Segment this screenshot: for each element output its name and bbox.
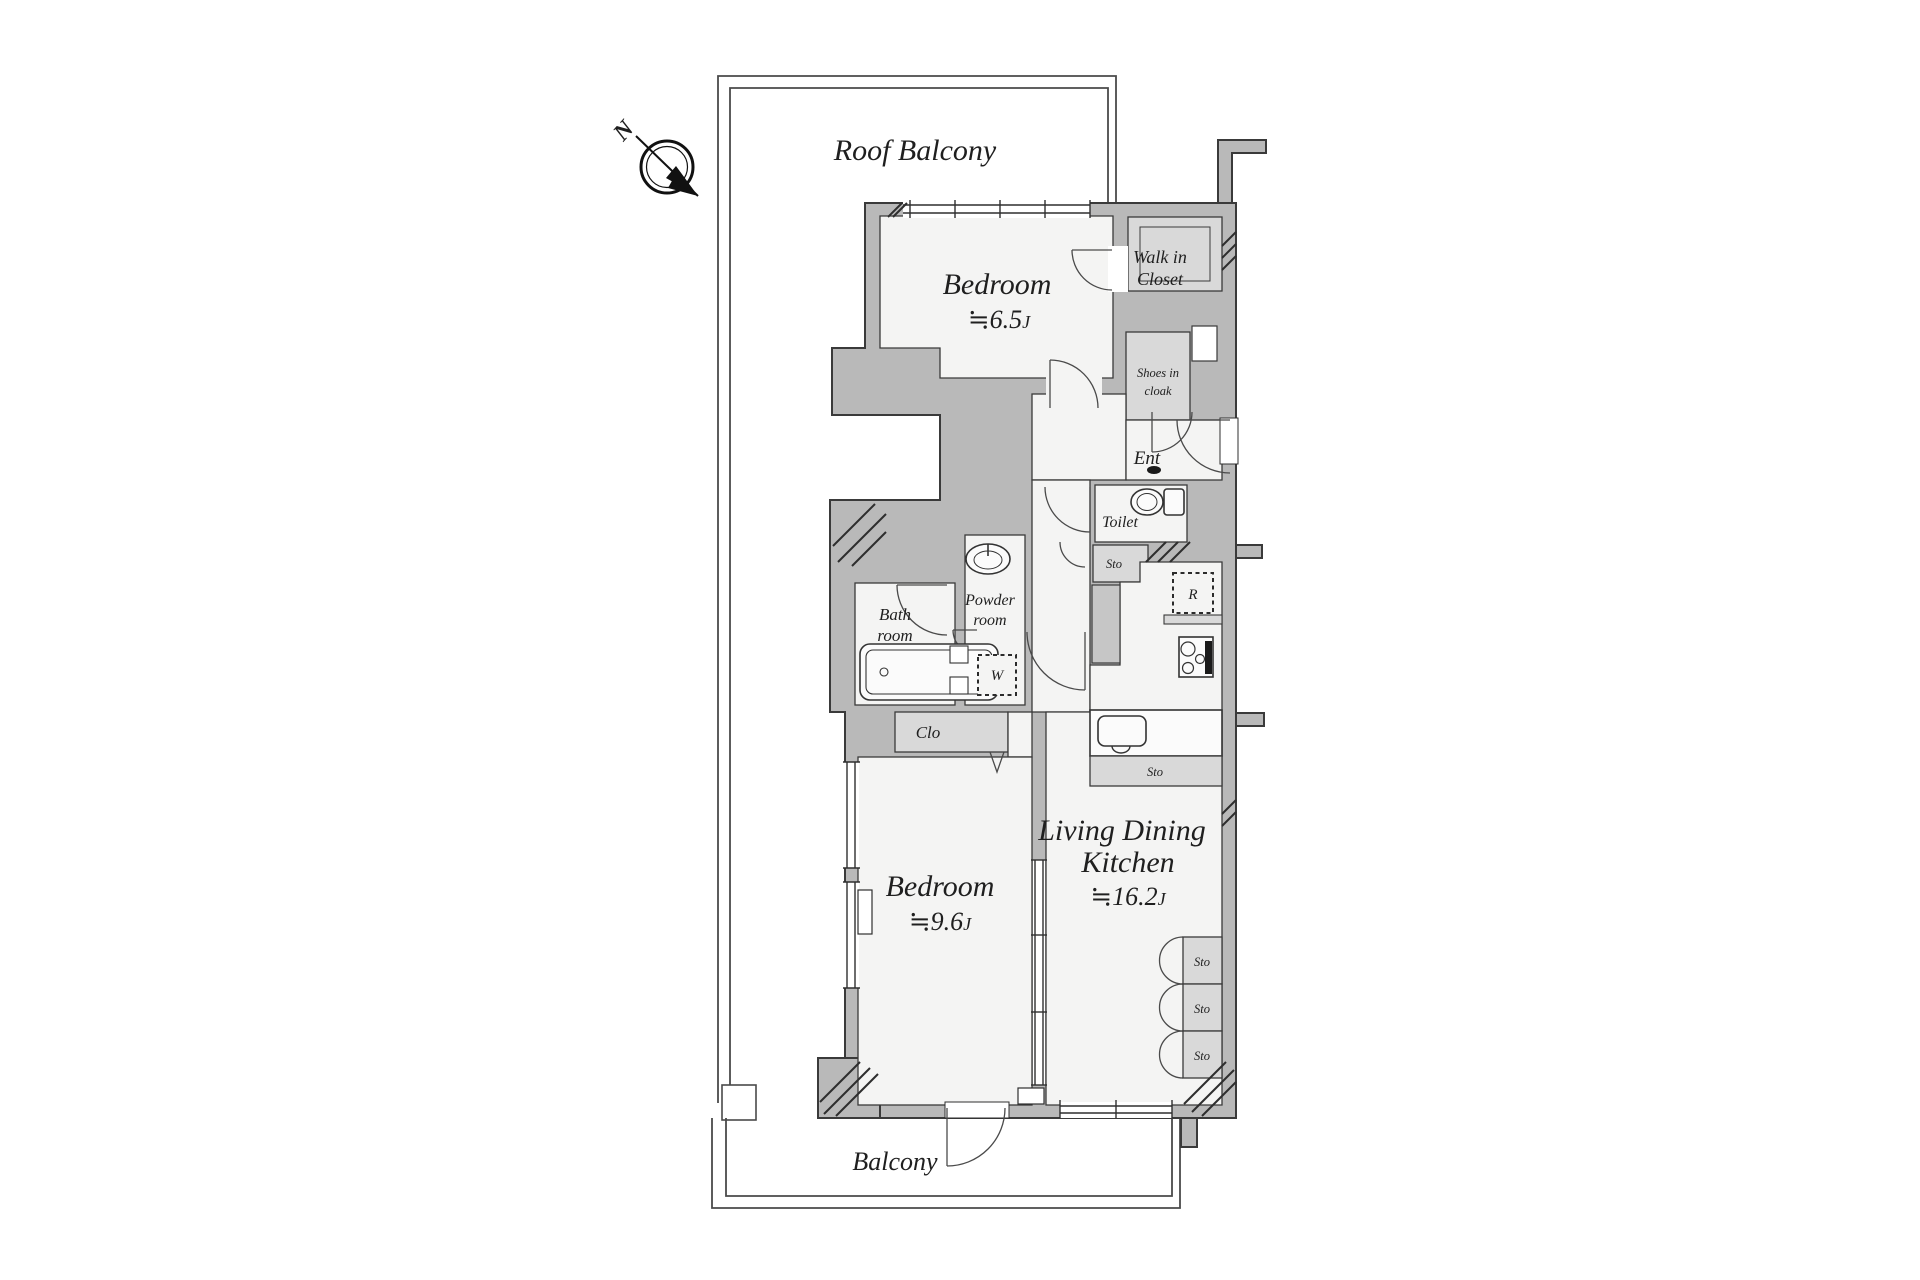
shoes-cloak-door xyxy=(1151,411,1193,453)
refrigerator-icon xyxy=(1172,572,1214,614)
bath-label-2: room xyxy=(877,626,912,645)
washer-label: W xyxy=(991,668,1005,684)
toilet-door xyxy=(1044,486,1091,533)
compass-north-label: N xyxy=(608,115,641,147)
toilet-paper-holder xyxy=(1147,466,1161,474)
bedroom-2-floor xyxy=(857,756,1033,1106)
window-frame-marker xyxy=(857,889,873,935)
hall-storage-door xyxy=(1059,541,1086,568)
kitchen-cabinet-wall xyxy=(1091,584,1121,664)
hall-storage-floor xyxy=(1092,544,1149,583)
walk-in-closet-label-1: Walk in xyxy=(1133,247,1187,267)
kitchen-stove-icon xyxy=(1178,636,1214,678)
closet-clo-floor xyxy=(894,711,1009,753)
hall-upper-floor xyxy=(1031,393,1127,481)
walk-in-closet-inner xyxy=(1139,226,1211,282)
refrigerator-label: R xyxy=(1187,587,1197,603)
wall-tab-upper xyxy=(1235,544,1263,559)
ldk-storage-label-2: Sto xyxy=(1194,1002,1210,1016)
bath-label-1: Bath xyxy=(879,605,911,624)
kitchen-island xyxy=(1089,709,1223,757)
hall-corridor-floor xyxy=(1031,479,1091,713)
shoes-in-cloak-label-1: Shoes in xyxy=(1137,366,1179,380)
entrance-label: Ent xyxy=(1133,448,1161,469)
bedroom-2-left-windows xyxy=(843,761,873,989)
bedroom-1-door xyxy=(1049,359,1099,409)
hall-storage-label: Sto xyxy=(1106,557,1122,571)
bedroom-1-floor xyxy=(879,215,1114,379)
bedroom-1-top-window xyxy=(887,200,1091,218)
ldk-storage-label-3: Sto xyxy=(1194,1049,1210,1063)
ldk-label-1: Living Dining xyxy=(1037,814,1206,847)
balcony-door xyxy=(946,1107,1006,1167)
labels: Roof Balcony Bedroom ≒6.5J Walk in Close… xyxy=(833,134,1210,1176)
windows xyxy=(843,200,1239,1119)
hatch-marks xyxy=(819,231,1237,1117)
entry-door xyxy=(1176,419,1231,474)
balcony-label: Balcony xyxy=(852,1147,938,1176)
washer-icon xyxy=(949,645,1017,696)
powder-sink-icon xyxy=(965,543,1011,575)
wic-door xyxy=(1071,249,1113,291)
fixtures xyxy=(859,466,1223,1079)
roof-balcony-label: Roof Balcony xyxy=(833,134,997,167)
powder-label-2: room xyxy=(973,612,1006,629)
powder-label-1: Powder xyxy=(964,592,1016,609)
bedroom-2-door-gap xyxy=(1007,711,1033,758)
wic-door-gap xyxy=(1108,246,1128,292)
roof-balcony-step xyxy=(721,1084,757,1121)
bedroom-1-label: Bedroom xyxy=(943,268,1052,301)
kitchen-storage-band xyxy=(1089,755,1223,787)
partition-end-marker xyxy=(1017,1087,1045,1105)
wall-tab-lower xyxy=(1235,712,1265,727)
ldk-storage-doors xyxy=(1158,936,1184,1079)
bedroom-2-label: Bedroom xyxy=(886,870,995,903)
toilet-label: Toilet xyxy=(1102,514,1138,531)
ldk-label-2: Kitchen xyxy=(1080,846,1174,879)
meter-box-niche xyxy=(1191,325,1218,362)
kitchen-sink-icon xyxy=(1097,715,1147,747)
kitchen-storage-label: Sto xyxy=(1147,765,1163,779)
hall-ldk-door xyxy=(1026,631,1086,691)
balcony-boundary xyxy=(711,1118,1181,1209)
ldk-area: ≒16.2J xyxy=(1090,882,1166,911)
pipe-shaft xyxy=(1217,139,1267,204)
roof-balcony-boundary xyxy=(717,75,1117,1121)
bedroom-2-area: ≒9.6J xyxy=(909,907,972,936)
ldk-storage-label-1: Sto xyxy=(1194,955,1210,969)
bedroom-1-area: ≒6.5J xyxy=(968,305,1031,334)
bedroom-1-door-gap xyxy=(1046,376,1102,396)
bath-door xyxy=(896,584,948,636)
toilet-icon xyxy=(1130,466,1185,516)
compass-north-icon: N xyxy=(608,115,699,197)
ldk-partition-sliding-door xyxy=(1017,859,1047,1105)
shoes-in-cloak-floor xyxy=(1125,331,1191,421)
ldk-storage-boxes xyxy=(1182,936,1223,1079)
walk-in-closet-floor xyxy=(1127,216,1223,292)
ldk-bottom-window xyxy=(1059,1100,1173,1118)
shoes-in-cloak-label-2: cloak xyxy=(1144,384,1172,398)
bedroom-2-door-mark xyxy=(989,751,1005,774)
kitchen-counter-shelf xyxy=(1163,614,1223,625)
wall-foot-bottom-right xyxy=(1180,1117,1198,1148)
closet-clo-label: Clo xyxy=(916,723,941,742)
walk-in-closet-label-2: Closet xyxy=(1137,269,1184,289)
balcony-door-gap xyxy=(944,1101,1010,1119)
entry-door-gap xyxy=(1219,417,1239,465)
